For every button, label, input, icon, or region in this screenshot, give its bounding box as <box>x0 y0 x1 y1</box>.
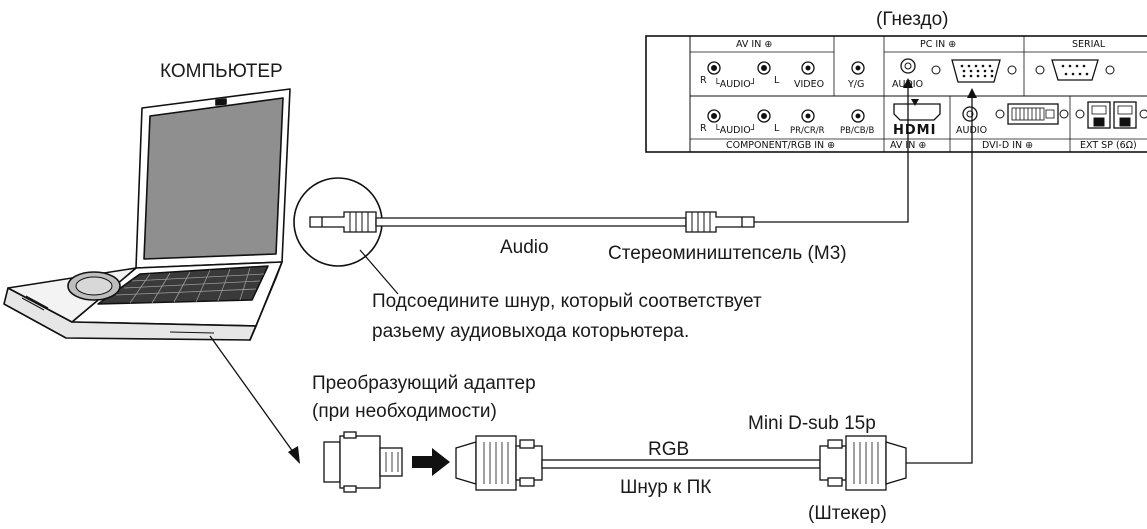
panel-label-y-g: Y/G <box>848 79 865 90</box>
rca-jack-audio-l-top <box>757 61 771 75</box>
laptop-illustration <box>3 88 291 341</box>
rca-jack-pb <box>851 109 865 123</box>
rca-jack-audio-r-bottom <box>707 109 721 123</box>
arrow-head-icon <box>967 88 977 98</box>
rgb-label: RGB <box>648 439 690 460</box>
pc-cable <box>541 459 821 469</box>
rca-jack-video <box>801 61 815 75</box>
laptop-to-adapter-arrow <box>209 335 297 457</box>
terminal-panel <box>645 35 1147 153</box>
pc-cable-label: Шнур к ПК <box>620 477 712 498</box>
audio-connection-line <box>754 82 909 223</box>
rca-jack-pr <box>801 109 815 123</box>
panel-label-audio-l-top: L <box>774 75 780 86</box>
pc-audio-jack <box>900 58 916 74</box>
panel-label-serial: SERIAL <box>1072 39 1106 50</box>
adapter-label-line1: Преобразующий адаптер <box>312 373 536 394</box>
plug-label: (Штекер) <box>808 503 887 524</box>
panel-label-audio-pc: AUDIO <box>892 79 924 90</box>
rca-jack-y-g <box>851 61 865 75</box>
socket-label: (Гнездо) <box>876 9 949 30</box>
audio-cable <box>309 211 755 233</box>
panel-label-audio-top: └AUDIO┘ <box>714 79 757 90</box>
panel-label-dvi-d-in: DVI-D IN ⊕ <box>982 140 1034 151</box>
panel-label-pb-cb-b: PB/CB/B <box>840 126 875 136</box>
rgb-connection-line <box>906 92 973 464</box>
arrow-head-icon <box>903 78 913 88</box>
serial-port <box>1051 59 1099 81</box>
panel-label-av-in-bottom: AV IN ⊕ <box>890 140 927 151</box>
connect-note-line2: разьему аудиовыхода которьютера. <box>372 321 690 342</box>
panel-label-pr-cr-r: PR/CR/R <box>790 126 825 136</box>
panel-label-audio-r-bottom: R <box>700 123 707 134</box>
panel-label-audio-bottom: └AUDIO┘ <box>714 125 757 136</box>
dvi-audio-jack <box>962 106 978 122</box>
panel-label-video: VIDEO <box>794 79 825 90</box>
panel-label-audio-dvi: AUDIO <box>956 125 988 136</box>
panel-label-pc-in: PC IN ⊕ <box>920 39 957 50</box>
dvi-d-port <box>995 103 1069 125</box>
rca-jack-audio-r-top <box>707 61 721 75</box>
mini-dsub-label: Mini D-sub 15p <box>748 413 876 434</box>
callout-pointer-line <box>359 249 399 295</box>
pc-cable-plug-left <box>455 435 543 491</box>
panel-label-av-in-top: AV IN ⊕ <box>736 39 773 50</box>
pc-cable-plug-right <box>819 435 907 491</box>
rca-jack-audio-l-bottom <box>757 109 771 123</box>
panel-label-audio-l-bottom: L <box>774 123 780 134</box>
panel-label-component-rgb-in: COMPONENT/RGB IN ⊕ <box>726 140 836 151</box>
panel-label-audio-r-top: R <box>700 75 707 86</box>
panel-label-hdmi: HDMI <box>893 123 937 138</box>
speaker-terminals <box>1075 101 1147 129</box>
insert-arrow-icon <box>412 448 450 476</box>
stereo-plug-label: Стереомиништепсель (M3) <box>608 243 847 264</box>
hdmi-port <box>893 99 941 121</box>
computer-label: КОМПЬЮТЕР <box>160 61 283 82</box>
conversion-adapter <box>323 431 403 493</box>
adapter-label-line2: (при необходимости) <box>312 401 497 422</box>
screw-icon <box>931 65 1115 75</box>
connect-note-line1: Подсоедините шнур, который соответствует <box>372 291 762 312</box>
arrow-head-icon <box>288 446 300 464</box>
pc-in-dsub-port <box>951 59 1001 83</box>
panel-label-ext-sp: EXT SP (6Ω) <box>1080 140 1137 151</box>
audio-label: Audio <box>500 237 549 258</box>
